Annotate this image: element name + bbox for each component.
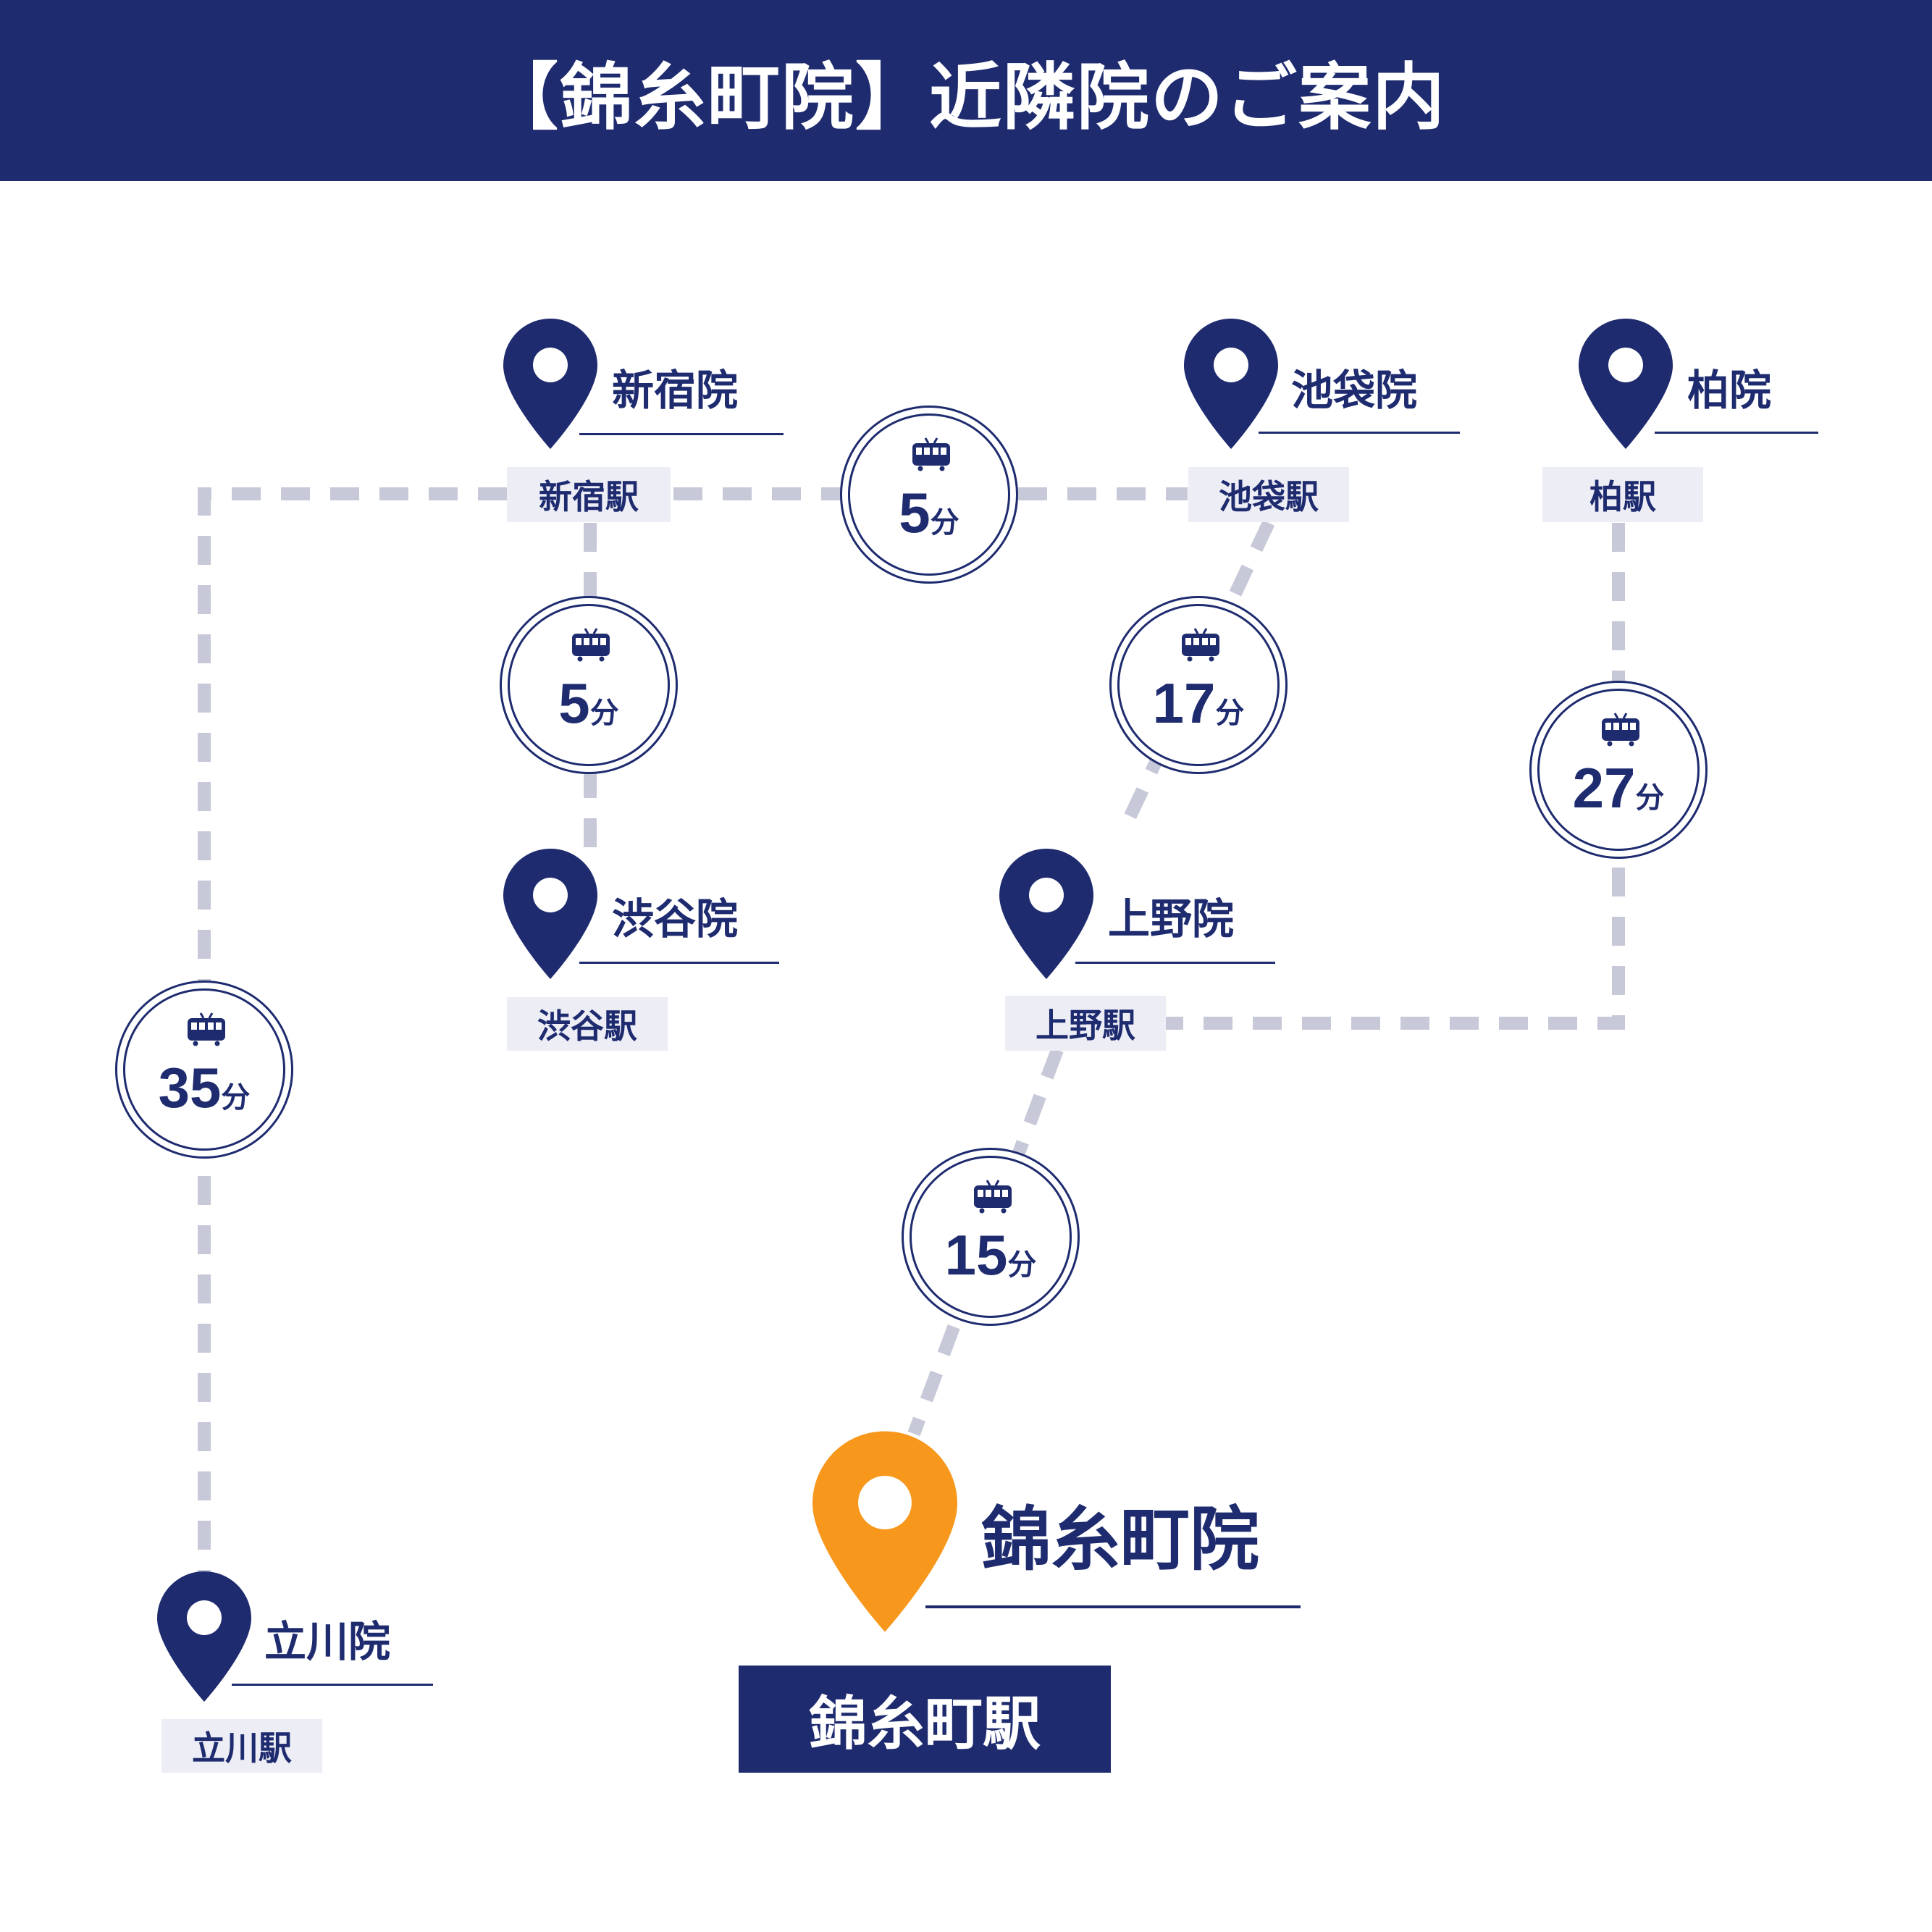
location-pin-icon (812, 1431, 957, 1632)
travel-time-value: 27 (1572, 756, 1636, 820)
travel-time-unit: 分 (1007, 1249, 1037, 1281)
location-pin-icon (503, 849, 597, 979)
travel-time-unit: 分 (589, 697, 619, 729)
station-label-tachikawa: 立川駅 (161, 1719, 322, 1773)
clinic-label-kinshicho: 錦糸町院 (981, 1499, 1259, 1580)
location-pin-icon (157, 1571, 251, 1702)
location-pin-icon (999, 849, 1093, 979)
station-label-ueno: 上野駅 (1005, 996, 1166, 1051)
location-pin-icon (503, 319, 597, 449)
travel-time-badge-shinjuku-ikebukuro: 5分 (840, 406, 1018, 584)
header-bar: 【錦糸町院】近隣院のご案内 (0, 0, 1932, 181)
station-label-ikebukuro: 池袋駅 (1188, 467, 1349, 522)
underline (232, 1684, 433, 1686)
underline (579, 433, 784, 435)
station-label-kashiwa: 柏駅 (1542, 467, 1703, 522)
location-pin-icon (1184, 319, 1278, 449)
travel-time-badge-ikebukuro-ueno: 17分 (1109, 596, 1288, 774)
station-label-kinshicho: 錦糸町駅 (739, 1666, 1111, 1773)
station-label-shibuya: 渋谷駅 (507, 997, 668, 1051)
clinic-label-ikebukuro: 池袋院 (1291, 366, 1418, 415)
underline (1259, 432, 1460, 434)
underline (1655, 432, 1818, 434)
travel-time-badge-shinjuku-tachikawa: 35分 (115, 980, 293, 1159)
page-title: 【錦糸町院】近隣院のご案内 (486, 54, 1446, 140)
train-icon (1182, 628, 1219, 662)
clinic-label-shinjuku: 新宿院 (612, 366, 739, 415)
travel-time-value: 15 (944, 1223, 1008, 1287)
travel-time-badge-shinjuku-shibuya: 5分 (500, 596, 678, 774)
underline (925, 1605, 1301, 1608)
train-icon (912, 437, 950, 471)
clinic-label-tachikawa: 立川院 (264, 1617, 391, 1666)
travel-time-unit: 分 (1635, 782, 1665, 814)
station-label-shinjuku: 新宿駅 (507, 467, 671, 522)
underline (579, 962, 779, 964)
train-icon (974, 1180, 1012, 1214)
train-icon (572, 628, 610, 662)
travel-time-badge-ueno-kinshicho: 15分 (902, 1148, 1080, 1326)
travel-time-value: 35 (158, 1056, 222, 1120)
clinic-label-shibuya: 渋谷院 (612, 894, 739, 944)
travel-time-value: 5 (899, 481, 931, 545)
travel-time-unit: 分 (221, 1082, 251, 1114)
underline (1075, 962, 1275, 964)
location-pin-icon (1579, 319, 1673, 449)
travel-time-value: 5 (558, 671, 590, 735)
train-icon (1602, 713, 1639, 747)
train-icon (188, 1012, 225, 1046)
travel-time-unit: 分 (930, 507, 959, 539)
travel-time-value: 17 (1152, 671, 1216, 735)
clinic-label-kashiwa: 柏院 (1687, 366, 1772, 415)
clinic-label-ueno: 上野院 (1108, 894, 1235, 944)
travel-time-unit: 分 (1215, 697, 1245, 729)
travel-time-badge-kashiwa-ueno: 27分 (1529, 681, 1708, 859)
route-shinjuku-tachikawa (198, 487, 507, 1593)
